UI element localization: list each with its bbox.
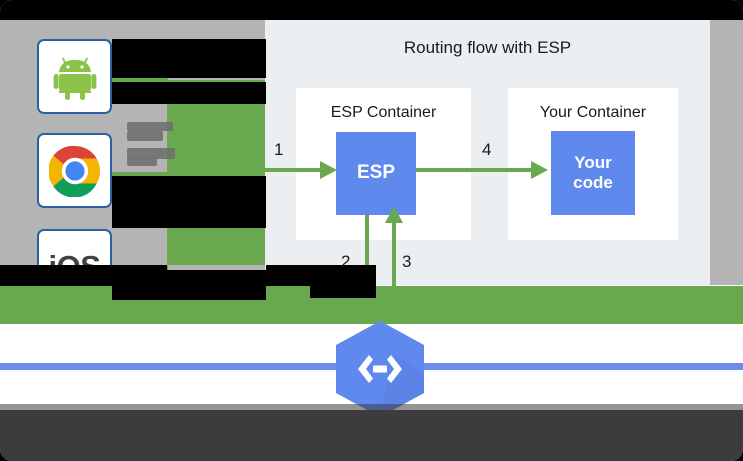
chrome-connector — [112, 172, 168, 176]
diagram-title: Routing flow with ESP — [403, 38, 572, 57]
occlusion-block — [112, 39, 266, 78]
occlusion-block — [112, 176, 266, 228]
chrome-icon — [48, 145, 100, 197]
arrow-2-label: 2 — [341, 252, 351, 271]
arrow-4-line — [416, 168, 533, 172]
obscured-text-fragment — [127, 131, 163, 141]
your-code-box-label: Your code — [573, 153, 613, 193]
arrow-4-label: 4 — [482, 140, 492, 159]
occlusion-block — [310, 286, 376, 298]
arrow-3-head — [385, 206, 403, 223]
arrow-3-line — [392, 222, 396, 325]
arrow-4-head — [531, 161, 548, 179]
obscured-text-fragment — [127, 148, 175, 159]
arrow-1-label: 1 — [274, 140, 284, 159]
obscured-text-fragment — [127, 158, 157, 166]
occlusion-block — [112, 82, 266, 104]
arrow-3-label: 3 — [402, 252, 412, 271]
occlusion-block — [0, 265, 167, 286]
your-code-line1: Your — [574, 152, 612, 172]
android-icon — [53, 57, 96, 100]
arrow-1-line — [265, 168, 322, 172]
arrow-1-head — [320, 161, 337, 179]
your-code-box: Your code — [551, 131, 635, 215]
esp-box: ESP — [336, 132, 416, 215]
green-content-block — [167, 80, 266, 265]
obscured-text-fragment — [127, 122, 173, 131]
top-black-band — [0, 0, 743, 20]
bottom-veil — [0, 410, 743, 461]
your-code-line2: code — [573, 173, 613, 192]
occlusion-block — [266, 265, 376, 286]
your-container-title: Your Container — [539, 104, 647, 121]
esp-container-title: ESP Container — [330, 104, 437, 121]
client-icon-chrome — [37, 133, 112, 208]
bottom-veil-soft — [0, 404, 743, 412]
client-icon-android — [37, 39, 112, 114]
android-connector — [112, 78, 168, 82]
esp-box-label: ESP — [356, 162, 396, 184]
cloud-endpoints-hexagon-icon — [336, 321, 424, 417]
panel-right-edge — [710, 20, 743, 285]
